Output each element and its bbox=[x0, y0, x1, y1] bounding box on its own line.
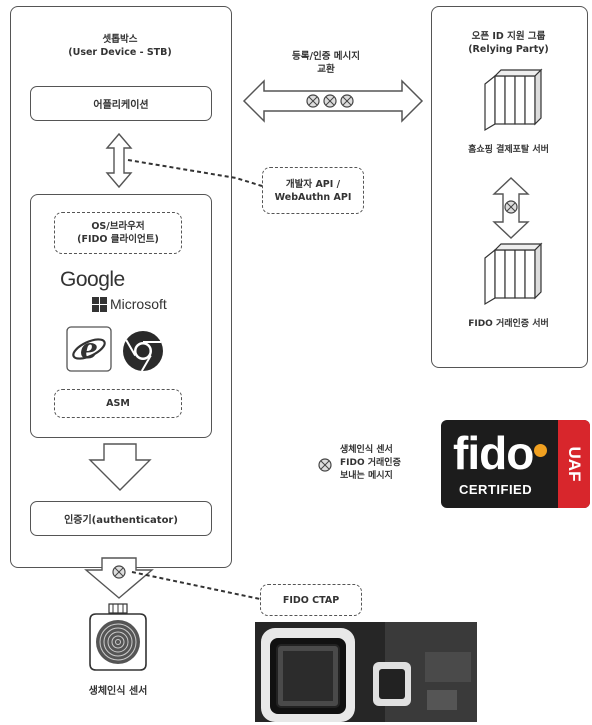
microsoft-logo: Microsoft bbox=[92, 296, 167, 312]
user-device-title-line1: 셋톱박스 bbox=[102, 34, 138, 45]
authenticator-label: 인증기(authenticator) bbox=[64, 515, 178, 526]
sensor-label: 생체인식 센서 bbox=[88, 686, 148, 697]
fido-transaction-server-label: FIDO 거래인증 서버 bbox=[468, 319, 549, 329]
fido-ctap-box: FIDO CTAP bbox=[260, 584, 362, 616]
relying-party-title-line1: 오픈 ID 지원 그룹 bbox=[471, 31, 546, 42]
fido-client-line2: (FIDO 클라이언트) bbox=[77, 234, 159, 245]
legend-line2: FIDO 거래인증 bbox=[340, 458, 401, 468]
microsoft-label: Microsoft bbox=[110, 296, 167, 312]
asm-box: ASM bbox=[54, 389, 182, 418]
server-icon-1 bbox=[484, 68, 543, 132]
application-box: 어플리케이션 bbox=[30, 86, 212, 121]
fido-client-box: OS/브라우저 (FIDO 클라이언트) bbox=[54, 212, 182, 254]
fido-client-line1: OS/브라우저 bbox=[91, 221, 145, 232]
sensor-photo-drawing bbox=[255, 622, 477, 722]
microsoft-windows-icon bbox=[92, 296, 107, 312]
payment-portal-server-label: 홈쇼핑 결제포탈 서버 bbox=[468, 145, 549, 155]
api-line2: WebAuthn API bbox=[274, 191, 352, 203]
authenticator-box: 인증기(authenticator) bbox=[30, 501, 212, 536]
exchange-label: 등록/인증 메시지 교환 bbox=[268, 50, 384, 76]
fido-uaf-certified-logo: fido CERTIFIED UAF bbox=[441, 420, 590, 508]
user-device-title: 셋톱박스 (User Device - STB) bbox=[10, 33, 230, 59]
fido-wordmark: fido bbox=[453, 427, 534, 479]
asm-label: ASM bbox=[106, 398, 130, 409]
google-logo: Google bbox=[60, 268, 125, 291]
fido-orange-dot-icon bbox=[534, 444, 547, 457]
user-device-title-line2: (User Device - STB) bbox=[68, 47, 172, 58]
internet-explorer-icon: e bbox=[66, 326, 112, 372]
uaf-band: UAF bbox=[558, 420, 590, 508]
api-line1: 개발자 API / bbox=[285, 178, 341, 190]
exchange-label-line1: 등록/인증 메시지 bbox=[292, 51, 360, 62]
relying-party-title: 오픈 ID 지원 그룹 (Relying Party) bbox=[431, 30, 586, 56]
application-label: 어플리케이션 bbox=[93, 100, 149, 111]
fido-ctap-label: FIDO CTAP bbox=[282, 594, 340, 606]
fido-certified-label: CERTIFIED bbox=[459, 482, 533, 497]
chrome-icon bbox=[123, 331, 163, 372]
exchange-label-line2: 교환 bbox=[317, 64, 335, 75]
legend-line3: 보내는 메시지 bbox=[340, 471, 393, 481]
sensor-hardware-photo bbox=[255, 622, 477, 722]
relying-party-title-line2: (Relying Party) bbox=[468, 44, 549, 55]
api-box: 개발자 API / WebAuthn API bbox=[262, 167, 364, 214]
legend-text: 생체인식 센서 FIDO 거래인증 보내는 메시지 bbox=[340, 444, 430, 483]
server-icon-2 bbox=[484, 242, 543, 306]
message-symbol-icon bbox=[306, 94, 354, 108]
legend-line1: 생체인식 센서 bbox=[340, 445, 393, 455]
